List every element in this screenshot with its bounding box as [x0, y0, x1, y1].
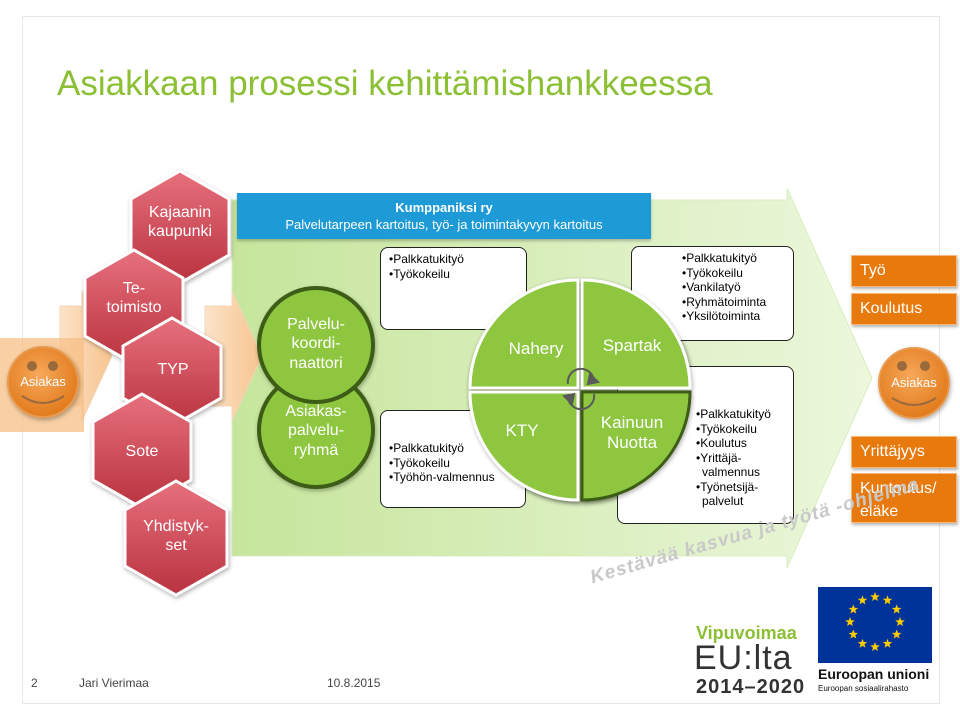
circle-label-asiakaspalveluryhma: Asiakas-palvelu-ryhmä [285, 403, 347, 459]
footer-date: 10.8.2015 [327, 676, 381, 690]
partner-label-sote: Sote [125, 443, 159, 461]
eu-name: Euroopan unioni [818, 666, 930, 682]
eu-star-icon [857, 638, 868, 648]
customer-left-smiley-icon [7, 346, 79, 418]
eu-star-icon [870, 642, 880, 651]
outcome-koulutus: Koulutus [851, 293, 957, 325]
eu-star-icon [848, 629, 859, 639]
customer-left-label: Asiakas [20, 374, 66, 390]
eu-star-icon [848, 604, 859, 614]
page-number: 2 [31, 676, 38, 690]
eu-star-icon [891, 629, 902, 639]
eu-flag-icon [818, 587, 932, 663]
footer-author: Jari Vierimaa [79, 676, 149, 690]
vipuvoimaa-text: Vipuvoimaa [696, 623, 797, 643]
slide-title: Asiakkaan prosessi kehittämishankkeessa [57, 64, 713, 103]
eu-star-icon [857, 595, 868, 605]
eu-star-icon [882, 638, 893, 648]
partner-label-typ: TYP [157, 361, 189, 379]
quadrant-label-spartak: Spartak [602, 335, 662, 355]
eu-star-icon [882, 595, 893, 605]
eu-star-icon [895, 617, 905, 626]
customer-right-smiley-icon [878, 347, 950, 419]
partner-label-yhdistykset: Yhdistyk-set [143, 517, 209, 554]
partner-label-kajaani: Kajaanin kaupunki [147, 203, 213, 240]
quadrant-label-kty: KTY [505, 420, 539, 440]
eu-star-icon [845, 617, 855, 626]
service-list-spartak: •Palkkatukityö•Työkokeilu•Vankilatyö•Ryh… [631, 246, 794, 341]
quadrant-label-kainuun-nuotta: Kainuun Nuotta [600, 412, 664, 452]
eu-lta-text: EU:lta [694, 639, 793, 677]
outcome-yrittajyys: Yrittäjyys [851, 436, 957, 468]
banner-subtitle: Palvelutarpeen kartoitus, työ- ja toimin… [285, 217, 603, 232]
outcome-tyo: Työ [851, 255, 957, 287]
eu-star-icon [870, 592, 880, 601]
kumppaniksi-banner: Kumppaniksi ry Palvelutarpeen kartoitus,… [237, 193, 651, 239]
outcome-kuntoutus: Kuntoutus/ eläke [851, 473, 957, 523]
eu-fund-name: Euroopan sosiaalirahasto [818, 684, 909, 693]
partner-hexagon-yhdistykset [123, 479, 229, 597]
program-period-text: 2014–2020 [696, 676, 806, 698]
circle-label-palvelukoordinaattori: Palvelu-koordi-naattori [287, 316, 345, 372]
eu-star-icon [891, 604, 902, 614]
banner-title: Kumppaniksi ry [395, 200, 493, 215]
quadrant-label-nahery: Nahery [508, 338, 564, 358]
circle-palvelukoordinaattori [257, 286, 375, 404]
partner-label-te-toimisto: Te-toimisto [106, 279, 162, 316]
customer-right-label: Asiakas [891, 375, 937, 391]
service-list-nahery: •Palkkatukityö•Työkokeilu [380, 247, 527, 330]
